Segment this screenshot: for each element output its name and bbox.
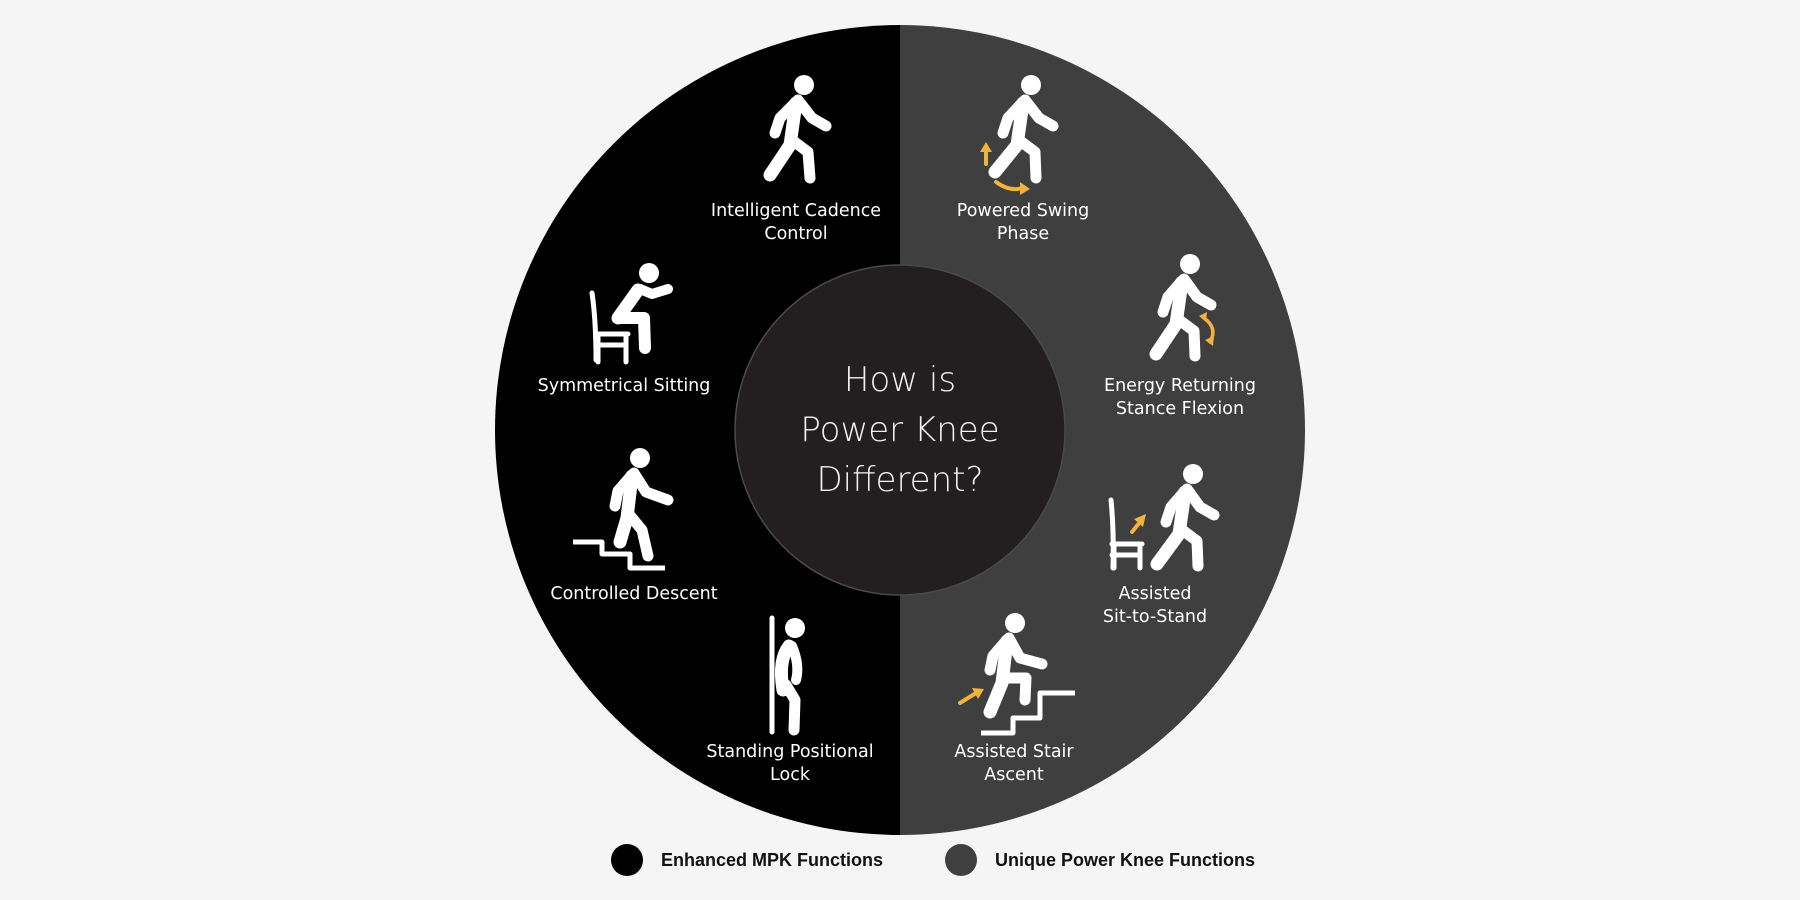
center-title: How is Power Knee Different? [800, 355, 999, 505]
powered-swing-icon [980, 75, 1059, 195]
title-line-2: Power Knee [800, 410, 1000, 450]
unique-half [900, 25, 1305, 835]
label-powered-swing-phase: Powered Swing Phase [957, 200, 1089, 246]
center-circle [734, 264, 1066, 596]
stance-flexion-icon [1149, 254, 1217, 362]
legend-item-unique: Unique Power Knee Functions [945, 842, 1255, 878]
sit-to-stand-icon [1108, 464, 1220, 572]
label-intelligent-cadence-control: Intelligent Cadence Control [711, 200, 881, 246]
label-line: Assisted [1118, 584, 1192, 604]
label-line: Phase [996, 224, 1050, 244]
sitting-person-chair-icon [589, 263, 673, 365]
legend-label: Unique Power Knee Functions [995, 849, 1256, 870]
legend-swatch-black-icon [611, 844, 643, 876]
label-controlled-descent: Controlled Descent [550, 583, 717, 606]
title-line-1: How is [843, 360, 957, 400]
label-energy-returning-stance-flexion: Energy Returning Stance Flexion [1104, 375, 1256, 421]
descending-stairs-icon [573, 448, 674, 571]
label-line: Ascent [984, 765, 1044, 785]
label-line: Control [764, 224, 828, 244]
standing-against-wall-icon [769, 615, 805, 736]
label-line: Assisted Stair [954, 742, 1074, 762]
label-line: Controlled Descent [550, 584, 718, 604]
title-line-3: Different? [816, 460, 984, 500]
label-standing-positional-lock: Standing Positional Lock [706, 741, 873, 787]
label-line: Sit-to-Stand [1102, 607, 1208, 627]
label-line: Intelligent Cadence [710, 201, 882, 221]
label-line: Powered Swing [956, 201, 1090, 221]
legend-item-enhanced: Enhanced MPK Functions [611, 842, 883, 878]
label-assisted-stair-ascent: Assisted Stair Ascent [954, 741, 1073, 787]
label-line: Stance Flexion [1115, 399, 1245, 419]
stair-ascent-icon [958, 613, 1075, 736]
label-line: Symmetrical Sitting [537, 376, 711, 396]
legend-swatch-gray-icon [945, 844, 977, 876]
walking-person-icon [763, 75, 832, 184]
label-line: Standing Positional [706, 742, 874, 762]
legend-label: Enhanced MPK Functions [661, 849, 884, 870]
label-symmetrical-sitting: Symmetrical Sitting [538, 375, 711, 398]
label-line: Lock [770, 765, 810, 785]
label-assisted-sit-to-stand: Assisted Sit-to-Stand [1103, 583, 1207, 629]
label-line: Energy Returning [1104, 376, 1256, 396]
